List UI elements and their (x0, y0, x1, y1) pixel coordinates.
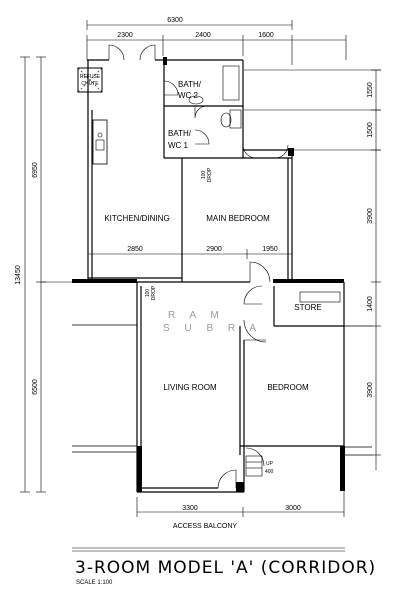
access-balcony-label: ACCESS BALCONY (173, 523, 238, 530)
dim-left-lower: 6500 (32, 379, 39, 395)
dim-left-overall: 13450 (15, 265, 22, 285)
bath-wc-1-label-2: WC 1 (168, 141, 189, 150)
dim-right-4: 1400 (367, 296, 374, 312)
structural-columns (72, 57, 345, 492)
annotations: 100 DROP 100 DROP UP 400 ACCESS BALCONY (145, 167, 274, 530)
up-value: 400 (265, 469, 274, 475)
watermark-line-2: S U B R A (163, 323, 262, 334)
room-labels: REFUSE CHUTE BATH/ WC 2 BATH/ WC 1 KITCH… (80, 74, 322, 392)
watermark-line-1: R A M (168, 310, 225, 321)
bath-wc-2-label-2: WC 2 (178, 91, 199, 100)
bedroom-label: BEDROOM (267, 383, 309, 392)
living-room-label: LIVING ROOM (163, 383, 217, 392)
corridor-lines (72, 324, 372, 456)
refuse-chute-label-2: CHUTE (81, 81, 99, 87)
drop-1-value: 100 (201, 171, 207, 180)
dim-top-segment-2: 2400 (195, 32, 211, 39)
dim-bottom-2: 3000 (285, 505, 301, 512)
dim-bottom-1: 3300 (182, 505, 198, 512)
dim-right-2: 1500 (367, 122, 374, 138)
dim-right-1: 1550 (367, 82, 374, 98)
refuse-chute-label-1: REFUSE (80, 74, 101, 80)
dim-top-overall: 6300 (167, 17, 183, 24)
up-label: UP (266, 461, 274, 467)
drawing-scale: SCALE 1:100 (76, 580, 113, 586)
bath-wc-1-label-1: BATH/ (168, 129, 192, 138)
drop-1-label: DROP (207, 167, 213, 182)
store-label: STORE (294, 303, 321, 312)
dim-top-segment-1: 2300 (117, 32, 133, 39)
bath-wc-2-label-1: BATH/ (178, 80, 202, 89)
drop-2-label: DROP (151, 285, 157, 300)
dim-top-segment-3: 1600 (258, 32, 274, 39)
dim-right-5: 3900 (367, 382, 374, 398)
kitchen-dining-label: KITCHEN/DINING (104, 214, 169, 223)
dimension-labels: 6300 2300 2400 1600 13450 6950 6500 1550… (15, 17, 374, 512)
fixtures (77, 65, 341, 477)
walls (87, 59, 345, 493)
dim-left-upper: 6950 (32, 162, 39, 178)
main-bedroom-label: MAIN BEDROOM (206, 214, 270, 223)
drop-2-value: 100 (145, 289, 151, 298)
dim-middle-2: 2900 (206, 246, 222, 253)
dim-middle-3: 1950 (262, 246, 278, 253)
dim-middle-1: 2850 (127, 246, 143, 253)
drawing-title: 3-ROOM MODEL 'A' (CORRIDOR) (75, 558, 377, 578)
dim-right-3: 3900 (367, 208, 374, 224)
doors (108, 44, 289, 489)
watermark: R A M S U B R A (163, 310, 262, 334)
dimension-lines (20, 20, 381, 517)
